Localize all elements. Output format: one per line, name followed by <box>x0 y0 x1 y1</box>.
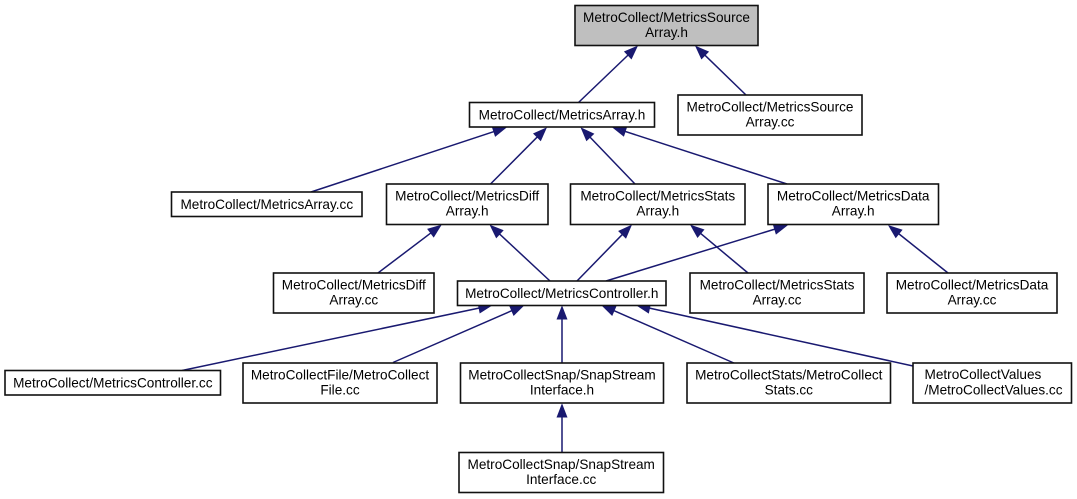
svg-text:MetroCollect/MetricsDiff: MetroCollect/MetricsDiff <box>282 277 426 292</box>
svg-text:/MetroCollectValues.cc: /MetroCollectValues.cc <box>925 382 1063 397</box>
svg-text:MetroCollectFile/MetroCollect: MetroCollectFile/MetroCollect <box>251 367 430 382</box>
svg-text:MetroCollect/MetricsData: MetroCollect/MetricsData <box>777 188 930 203</box>
svg-text:File.cc: File.cc <box>320 383 359 398</box>
svg-text:Array.h: Array.h <box>645 25 688 40</box>
svg-text:MetroCollect/MetricsArray.h: MetroCollect/MetricsArray.h <box>479 108 646 123</box>
svg-text:MetroCollect/MetricsStats: MetroCollect/MetricsStats <box>700 277 855 292</box>
svg-text:MetroCollectStats/MetroCollect: MetroCollectStats/MetroCollect <box>695 367 883 382</box>
svg-text:Array.cc: Array.cc <box>746 115 795 130</box>
svg-text:Array.h: Array.h <box>446 204 489 219</box>
svg-text:MetroCollectSnap/SnapStream: MetroCollectSnap/SnapStream <box>468 367 655 382</box>
svg-text:Array.h: Array.h <box>636 204 679 219</box>
svg-text:MetroCollect/MetricsStats: MetroCollect/MetricsStats <box>580 188 735 203</box>
svg-text:Array.cc: Array.cc <box>329 293 378 308</box>
svg-text:Interface.cc: Interface.cc <box>526 472 596 487</box>
svg-text:Interface.h: Interface.h <box>530 383 594 398</box>
svg-text:MetroCollect/MetricsSource: MetroCollect/MetricsSource <box>583 10 750 25</box>
svg-text:Stats.cc: Stats.cc <box>765 383 814 398</box>
svg-text:MetroCollect/MetricsController: MetroCollect/MetricsController.cc <box>13 376 213 391</box>
svg-text:MetroCollect/MetricsArray.cc: MetroCollect/MetricsArray.cc <box>180 197 353 212</box>
svg-text:Array.cc: Array.cc <box>753 293 802 308</box>
svg-text:MetroCollectSnap/SnapStream: MetroCollectSnap/SnapStream <box>468 457 655 472</box>
svg-text:MetroCollect/MetricsData: MetroCollect/MetricsData <box>896 277 1049 292</box>
svg-text:Array.cc: Array.cc <box>948 293 997 308</box>
svg-text:MetroCollectValues: MetroCollectValues <box>925 367 1042 382</box>
svg-text:MetroCollect/MetricsController: MetroCollect/MetricsController.h <box>465 286 658 301</box>
svg-text:MetroCollect/MetricsDiff: MetroCollect/MetricsDiff <box>395 188 539 203</box>
svg-text:Array.h: Array.h <box>832 204 875 219</box>
svg-text:MetroCollect/MetricsSource: MetroCollect/MetricsSource <box>687 99 854 114</box>
